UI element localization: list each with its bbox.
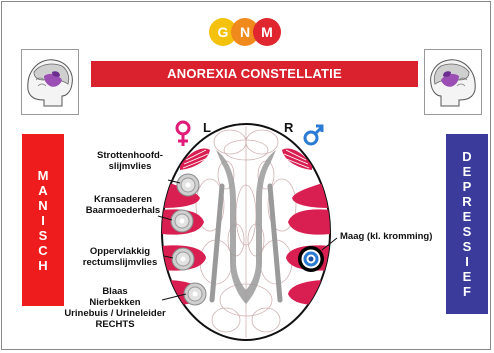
target-icon (298, 246, 324, 272)
hemisphere-right-label: R (284, 120, 293, 135)
label-oppervlakkig: Oppervlakkig rectumslijmvlies (72, 246, 168, 268)
male-symbol-icon (305, 126, 322, 144)
label-maag: Maag (kl. kromming) (340, 231, 432, 242)
label-kransaderen: Kransaderen Baarmoederhals (80, 194, 166, 216)
label-strottenhoofd: Strottenhoofd- slijmvlies (90, 150, 170, 172)
label-blaas: Blaas Nierbekken Urinebuis / Urineleider… (62, 286, 168, 330)
female-symbol-icon (177, 122, 189, 146)
hemisphere-left-label: L (203, 120, 211, 135)
